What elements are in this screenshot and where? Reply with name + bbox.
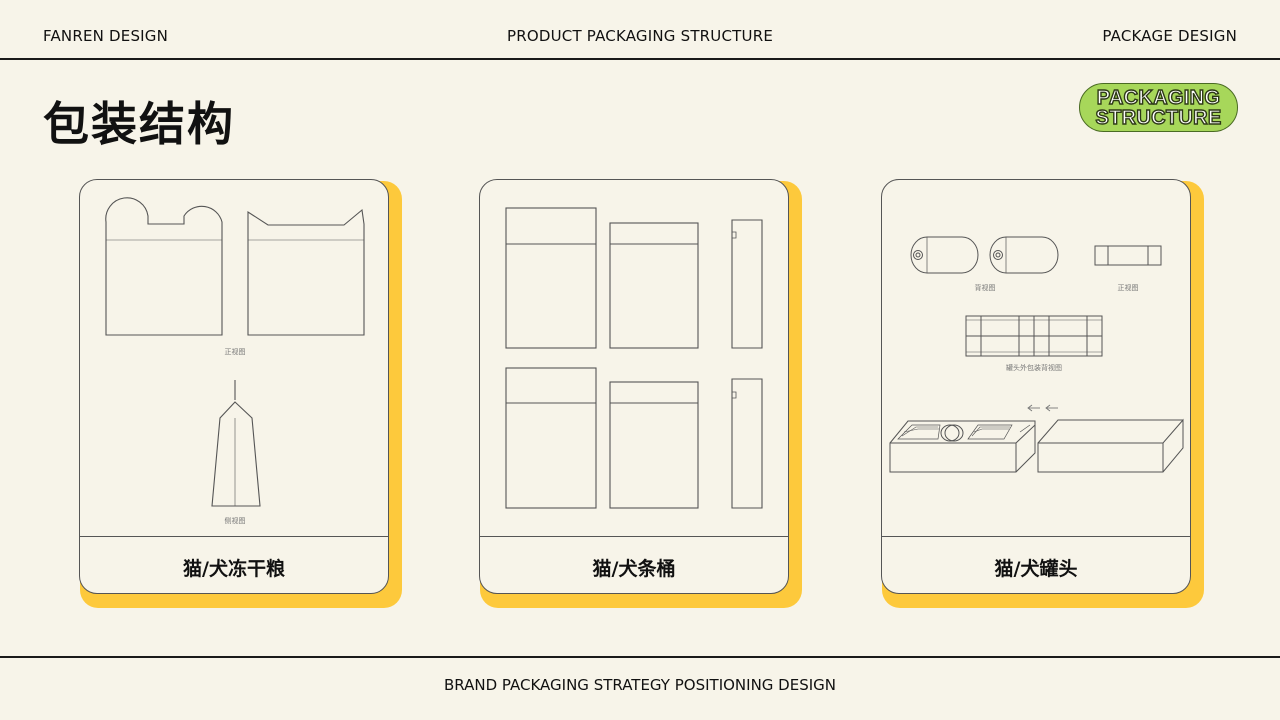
caption-back-view: 背视图 <box>975 283 996 292</box>
caption-outer-back-view: 罐头外包装背视图 <box>1006 363 1062 372</box>
tub-side-back <box>731 378 763 509</box>
caption-side-view: 侧视图 <box>225 516 246 525</box>
can-structure-drawing: 背视图 正视图 罐头外包装背视图 <box>889 236 1184 473</box>
tub-large-back <box>505 367 597 509</box>
page-title: 包装结构 <box>43 97 235 151</box>
caption-front-view: 正视图 <box>1118 283 1139 292</box>
tub-medium-back <box>609 381 699 509</box>
card-freeze-dried: 正视图 侧视图 猫/犬冻干粮 <box>79 179 389 594</box>
tub-medium-front <box>609 222 699 349</box>
can-back-view-2 <box>989 236 1059 274</box>
pouch-front-round-ears <box>105 197 223 336</box>
badge-line-1: PACKAGING <box>1096 86 1221 109</box>
badge-line-2: STRUCTURE <box>1095 106 1222 129</box>
pouch-structure-drawing: 正视图 侧视图 <box>105 197 365 525</box>
pouch-side-view <box>211 401 261 507</box>
outer-package-back-view <box>965 315 1103 357</box>
tub-large-front <box>505 207 597 349</box>
brand-name: FANREN DESIGN <box>43 27 169 45</box>
card-label-strip-tub: 猫/犬条桶 <box>592 558 676 580</box>
card-label-canned: 猫/犬罐头 <box>994 558 1078 580</box>
header-section: PACKAGE DESIGN <box>1102 27 1237 45</box>
top-rule <box>0 58 1280 60</box>
card-divider <box>882 536 1190 538</box>
card-label-freeze-dried: 猫/犬冻干粮 <box>183 558 285 580</box>
card-divider <box>480 536 788 538</box>
can-back-view-1 <box>910 236 979 274</box>
card-divider <box>80 536 388 538</box>
caption-front-view: 正视图 <box>225 347 246 356</box>
closed-outer-box <box>1037 418 1184 473</box>
can-front-view <box>1094 245 1162 266</box>
open-box-with-cans <box>889 420 1036 473</box>
pouch-front-pointed-ears <box>247 208 365 336</box>
tub-side <box>731 219 763 349</box>
packaging-structure-badge: PACKAGING STRUCTURE <box>1079 83 1238 132</box>
header-title: PRODUCT PACKAGING STRUCTURE <box>507 27 773 45</box>
tub-structure-drawing <box>505 207 763 509</box>
card-canned: 背视图 正视图 罐头外包装背视图 猫/犬罐头 <box>881 179 1191 594</box>
footer-text: BRAND PACKAGING STRATEGY POSITIONING DES… <box>444 676 836 694</box>
card-strip-tub: 猫/犬条桶 <box>479 179 789 594</box>
bottom-rule <box>0 656 1280 658</box>
